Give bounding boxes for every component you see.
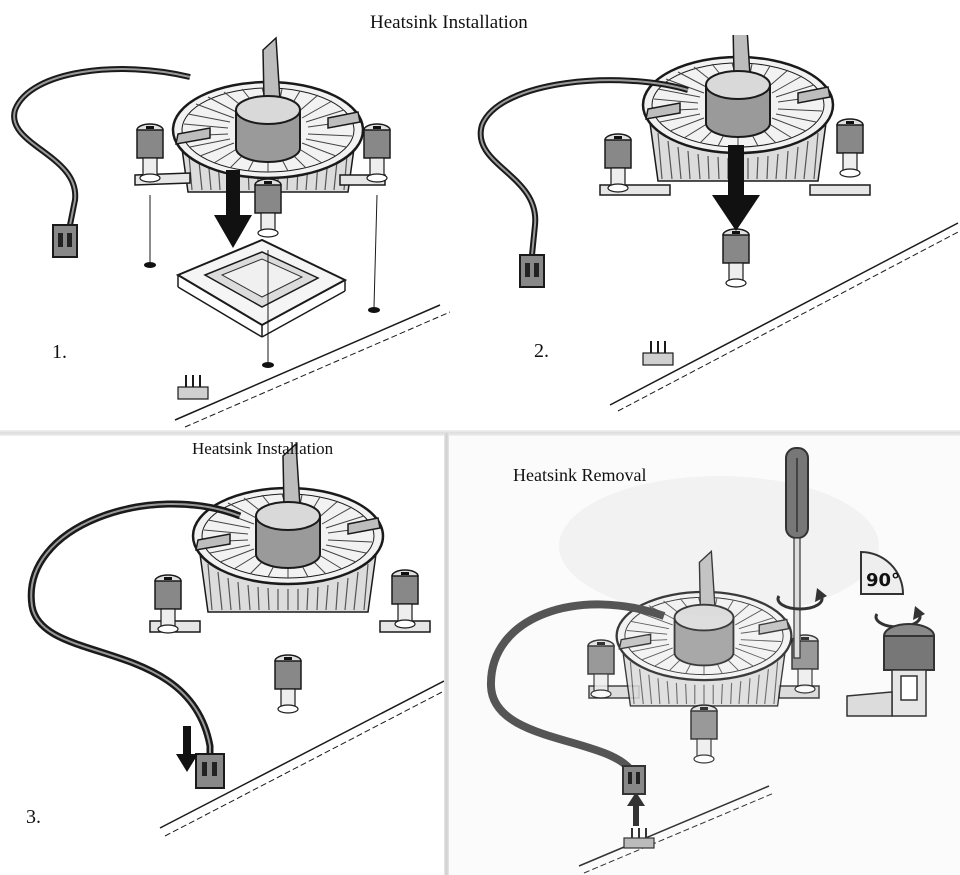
push-pin — [604, 133, 632, 193]
installation-title-top: Heatsink Installation — [370, 12, 528, 33]
step-3-illustration — [27, 442, 444, 837]
motherboard-edge — [174, 304, 441, 421]
rotate-arrow-icon — [776, 588, 827, 611]
angle-label: 90° — [866, 570, 901, 591]
push-pin — [254, 178, 282, 238]
mount-hole — [368, 307, 380, 313]
fan-connector-icon — [52, 224, 78, 258]
push-pin — [722, 228, 750, 288]
panel-step-2: 2. — [470, 35, 960, 430]
push-pin — [274, 654, 302, 714]
panel-divider — [0, 430, 960, 436]
fan-connector-icon — [519, 254, 545, 288]
down-arrow-icon — [176, 726, 198, 772]
push-pin — [363, 123, 391, 183]
step-1-illustration — [11, 36, 451, 428]
heatsink-fan — [191, 442, 385, 613]
step-number-3: 3. — [26, 806, 41, 828]
fan-connector-icon — [195, 753, 225, 789]
motherboard-edge — [159, 680, 444, 829]
fan-header-icon — [177, 375, 209, 400]
cpu-socket — [175, 238, 348, 338]
push-pin — [136, 123, 164, 183]
up-arrow-icon — [627, 792, 645, 826]
installation-title-panel-3: Heatsink Installation — [192, 439, 334, 458]
panel-step-3: Heatsink Installation 3. — [0, 436, 444, 875]
fan-header-icon — [623, 828, 655, 849]
rotation-angle-indicator — [860, 550, 905, 595]
step-2-illustration — [477, 35, 960, 412]
screwdriver-icon — [785, 447, 809, 659]
heatsink-fan — [171, 36, 365, 193]
mount-hole — [262, 362, 274, 368]
step-number-1: 1. — [52, 341, 67, 363]
motherboard-edge — [578, 785, 770, 867]
removal-title: Heatsink Removal — [513, 465, 647, 485]
panel-divider — [444, 433, 449, 875]
push-pin — [690, 704, 718, 764]
panel-step-1: 1. — [0, 35, 470, 430]
fan-header-icon — [642, 341, 674, 366]
panel-removal: Heatsink Removal 90° — [449, 436, 960, 875]
fan-connector-icon — [622, 765, 646, 795]
push-pin — [836, 118, 864, 178]
push-pin — [391, 569, 419, 629]
down-arrow-icon — [214, 170, 252, 248]
removal-illustration — [486, 447, 935, 874]
mount-hole — [144, 262, 156, 268]
motherboard-edge — [609, 222, 959, 406]
step-number-2: 2. — [534, 340, 549, 362]
push-pin-detail — [846, 623, 935, 717]
down-arrow-icon — [712, 145, 760, 231]
